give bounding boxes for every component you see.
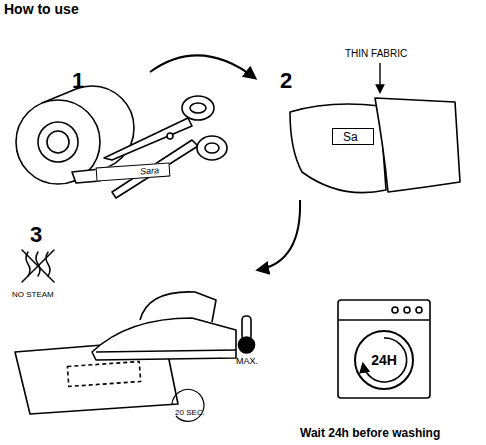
roll-front — [16, 100, 100, 184]
cycle-arrow — [363, 338, 407, 382]
pointer-arrow — [379, 63, 380, 92]
iron-handle — [140, 292, 216, 322]
step-one-art — [16, 86, 227, 198]
machine-body — [338, 300, 430, 398]
step-arrow — [150, 55, 255, 78]
iron-soleplate — [96, 350, 236, 352]
roll-core — [38, 122, 78, 162]
title: How to use — [4, 1, 79, 17]
washing-machine — [338, 300, 430, 398]
node-text: 20 SEC. — [175, 408, 205, 417]
callout-text: THIN FABRIC — [345, 48, 407, 59]
step-number: 2 — [280, 68, 292, 94]
node-text: Sa — [343, 130, 358, 144]
scissor-loop — [182, 96, 214, 120]
node-text: Sara — [140, 165, 160, 176]
step-number: 3 — [30, 222, 42, 248]
scissor-loop-inner — [190, 103, 206, 113]
scissor-loop — [197, 136, 227, 160]
thermometer-bulb — [239, 337, 255, 353]
iron-body — [92, 318, 236, 360]
garment — [290, 104, 386, 193]
machine-door: 24H — [354, 330, 414, 390]
node-text: 24H — [371, 352, 397, 368]
step-two-art — [290, 98, 460, 193]
warning-text: NO STEAM — [12, 290, 54, 299]
name-label: Sa — [332, 128, 374, 145]
machine-knob — [404, 307, 410, 313]
machine-knob — [416, 307, 422, 313]
step-three-art — [15, 292, 255, 421]
dashed-label-area — [67, 362, 140, 387]
timer-circle: 20 SEC. — [174, 396, 206, 428]
scissor-pivot — [167, 133, 173, 139]
thin-fabric — [375, 98, 460, 192]
cross-line — [22, 250, 54, 282]
step-number: 1 — [72, 68, 84, 94]
no-steam-icon — [22, 250, 54, 282]
scissor-loop-inner — [205, 143, 219, 153]
machine-panel — [338, 319, 430, 321]
cross-line — [22, 250, 54, 282]
roll-hole — [47, 131, 69, 153]
machine-knob — [392, 307, 398, 313]
step-arrow — [258, 200, 300, 270]
note-text: Wait 24h before washing — [300, 426, 440, 440]
timer-arc — [172, 389, 204, 421]
temperature-text: MAX. — [236, 356, 258, 366]
